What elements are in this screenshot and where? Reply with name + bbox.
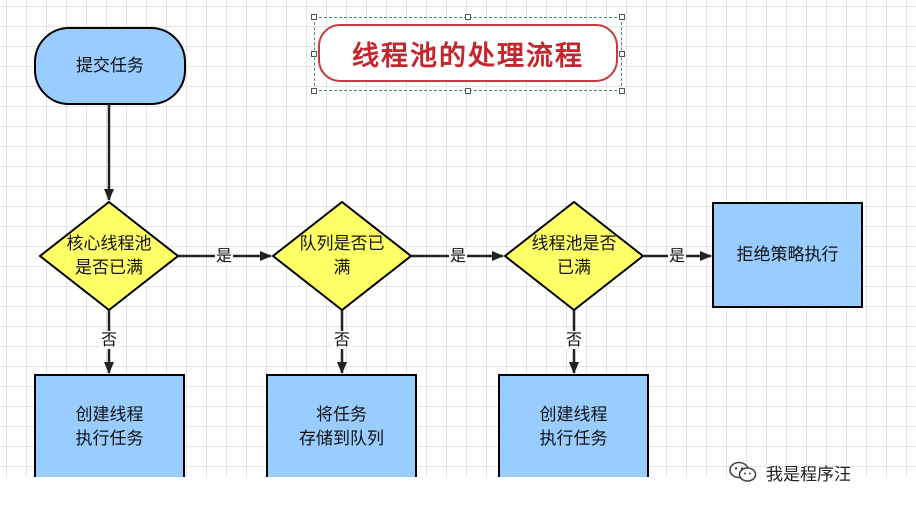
diagram-title: 线程池的处理流程 <box>352 40 584 72</box>
reject-box-shape <box>712 202 863 308</box>
reject-box-label: 拒绝策略执行 <box>736 245 839 265</box>
create-extra-box-label: 创建线程 执行任务 <box>539 404 608 449</box>
title-handle-br[interactable] <box>619 88 625 94</box>
title-handle-tr[interactable] <box>619 14 625 20</box>
start-terminal-label: 提交任务 <box>76 56 144 76</box>
title-handle-mr[interactable] <box>619 51 625 57</box>
title-handle-ml[interactable] <box>311 51 317 57</box>
pool-check-label: 线程池是否 已满 <box>531 234 617 278</box>
create-core-box-label: 创建线程 执行任务 <box>75 404 144 449</box>
queue-check-label: 队列是否已 满 <box>299 234 385 278</box>
edge-label-no-pool: 否 <box>564 330 584 349</box>
watermark: 我是程序汪 <box>728 458 851 486</box>
edge-label-no-core: 否 <box>99 330 119 349</box>
diagram-title-box[interactable]: 线程池的处理流程 <box>318 24 618 82</box>
create-core-box-shape <box>34 374 185 479</box>
wechat-icon <box>729 461 757 482</box>
title-handle-tm[interactable] <box>465 14 471 20</box>
edge-label-no-queue: 否 <box>332 330 352 349</box>
create-extra-box-shape <box>498 374 649 479</box>
core-check-label: 核心线程池 是否已满 <box>66 234 152 278</box>
watermark-text: 我是程序汪 <box>766 464 851 485</box>
edge-label-yes-core: 是 <box>215 246 234 265</box>
title-handle-bm[interactable] <box>465 88 471 94</box>
title-handle-bl[interactable] <box>311 88 317 94</box>
enqueue-box-shape <box>266 374 417 479</box>
title-handle-tl[interactable] <box>311 14 317 20</box>
enqueue-box-label: 将任务 存储到队列 <box>299 404 384 449</box>
bottom-margin <box>0 477 916 507</box>
edge-label-yes-pool: 是 <box>668 246 687 265</box>
edge-label-yes-queue: 是 <box>449 246 468 265</box>
